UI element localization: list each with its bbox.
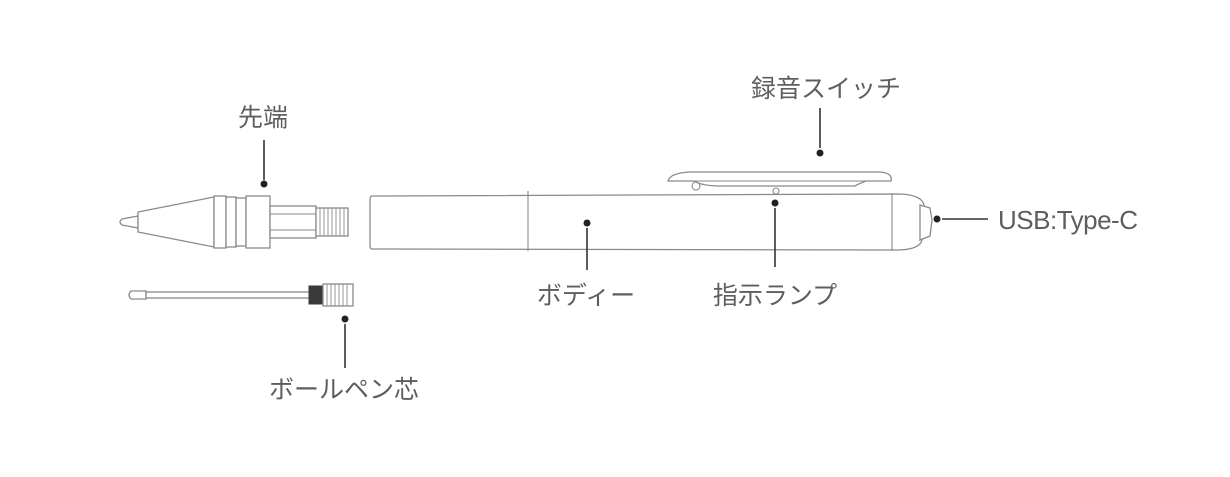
refill-label: ボールペン芯 [269, 375, 419, 404]
refill-leader [341, 315, 349, 368]
record-switch-leader [816, 108, 824, 157]
tip-leader [260, 140, 268, 188]
usb-label: USB:Type-C [998, 205, 1138, 235]
refill-knurling [326, 284, 348, 306]
pen-tip-part [119, 195, 349, 249]
usb-leader [933, 215, 988, 223]
indicator-lamp [772, 187, 780, 195]
body-label: ボディー [537, 281, 635, 310]
body-leader [583, 219, 591, 270]
indicator-leader [771, 199, 779, 267]
ballpoint-refill-part [128, 283, 354, 307]
record-switch-label: 録音スイッチ [751, 74, 901, 103]
tip-label: 先端 [238, 103, 288, 132]
pen-body-part [369, 171, 933, 251]
indicator-label: 指示ランプ [713, 281, 837, 310]
tip-knurling [319, 208, 345, 236]
